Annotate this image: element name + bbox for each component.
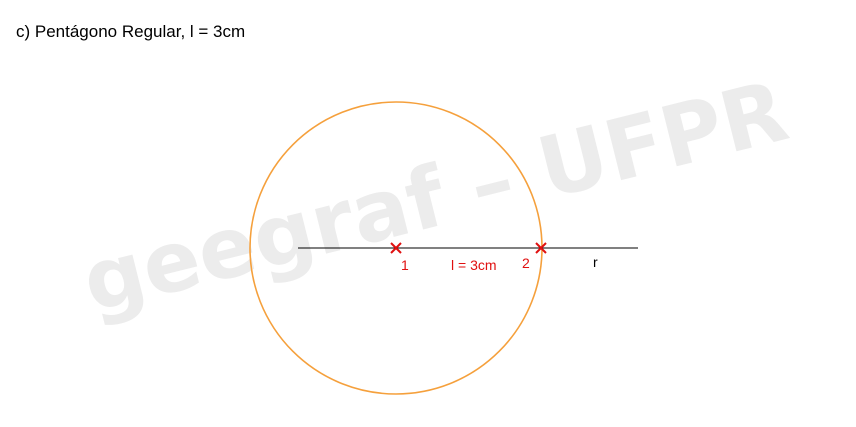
point-2-mark — [535, 242, 547, 254]
line-r-label: r — [593, 254, 598, 270]
point-1-mark — [390, 242, 402, 254]
segment-length-label: l = 3cm — [451, 257, 497, 273]
point-2-label: 2 — [522, 255, 530, 271]
exercise-title: c) Pentágono Regular, l = 3cm — [16, 22, 246, 41]
point-1-label: 1 — [401, 257, 409, 273]
watermark: geegraf – UFPR — [73, 62, 796, 332]
